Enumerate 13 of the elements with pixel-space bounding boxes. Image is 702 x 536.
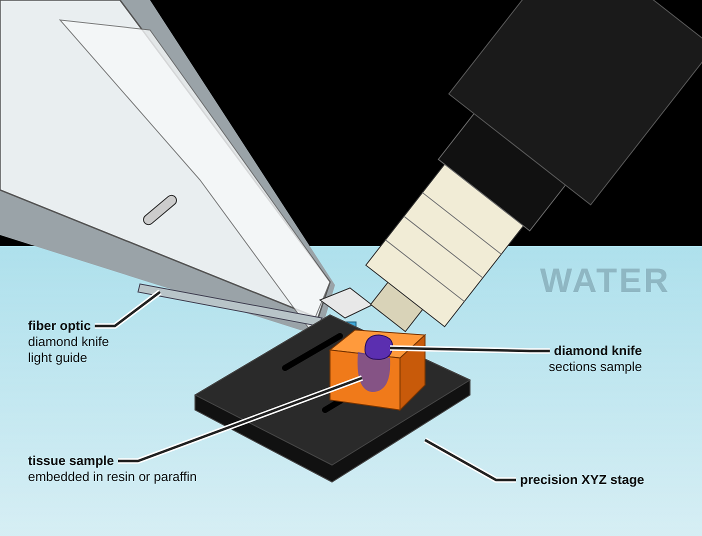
sample-block-drawing [328,329,426,412]
callout-text: embedded in resin or paraffin [28,469,197,485]
callout-heading: tissue sample [28,453,114,469]
callout-heading: fiber optic [28,318,91,334]
callout-heading: precision XYZ stage [520,472,644,488]
callout-text: diamond knife light guide [28,334,110,366]
callout-text: sections sample [548,359,642,375]
light-guide-drawing [137,283,323,327]
leader-line [118,376,362,462]
leader-line [94,291,161,328]
leader-line [424,438,516,482]
callout-heading: diamond knife [554,343,642,359]
leader-line [390,346,550,352]
